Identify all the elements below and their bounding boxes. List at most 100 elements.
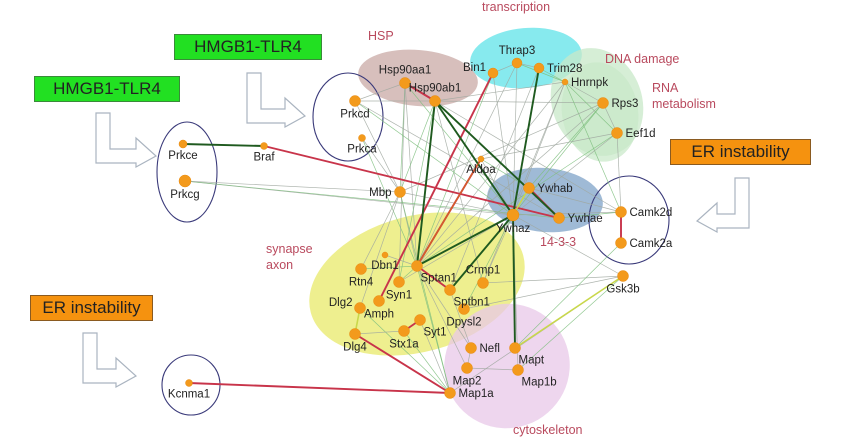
node-trim28[interactable]	[533, 62, 545, 74]
node-ywhaz[interactable]	[506, 208, 520, 222]
node-bin1[interactable]	[487, 67, 499, 79]
edge-thin	[361, 137, 401, 193]
node-sptan1[interactable]	[411, 260, 423, 272]
edge-thin	[416, 265, 451, 394]
edge-trim28-ywhaz	[512, 67, 540, 216]
edge-ywhaz-sptan1	[416, 214, 514, 267]
node-syt1[interactable]	[414, 314, 426, 326]
node-prkce[interactable]	[178, 139, 188, 149]
node-camk2d[interactable]	[615, 206, 627, 218]
edge-thin	[463, 275, 624, 310]
node-label-dpysl2: Dpysl2	[446, 317, 481, 329]
edge-thin	[416, 62, 518, 267]
node-kcnma1[interactable]	[185, 379, 193, 387]
edge-thin	[359, 307, 451, 394]
cluster-label-dna-damage: DNA damage	[605, 52, 679, 66]
edge-thin	[512, 214, 624, 277]
node-label-dlg4: Dlg4	[343, 342, 367, 354]
edge-thin	[354, 100, 560, 219]
node-map1b[interactable]	[512, 364, 524, 376]
node-label-rps3: Rps3	[612, 98, 639, 110]
edge-thin	[416, 81, 566, 267]
arrow-er-left-icon	[82, 332, 138, 389]
node-label-prkcg: Prkcg	[170, 189, 199, 201]
node-dpysl2[interactable]	[458, 303, 470, 315]
node-crmp1[interactable]	[477, 277, 489, 289]
node-sptbn1[interactable]	[444, 284, 456, 296]
edge-thin	[360, 191, 401, 270]
node-label-sptan1: Sptan1	[421, 273, 457, 285]
edge-thin	[482, 275, 624, 284]
node-label-syn1: Syn1	[386, 290, 412, 302]
edge-thin	[528, 102, 604, 189]
edge-thin	[512, 211, 622, 216]
node-label-camk2d: Camk2d	[630, 207, 673, 219]
node-label-trim28: Trim28	[547, 63, 582, 75]
node-ywhae[interactable]	[553, 212, 565, 224]
edge-thin	[399, 191, 451, 394]
node-mbp[interactable]	[394, 186, 406, 198]
node-label-map1a: Map1a	[459, 388, 495, 400]
node-hsp90ab1[interactable]	[429, 95, 441, 107]
node-label-aldoa: Aldoa	[466, 164, 496, 176]
node-label-hnrnpk: Hnrnpk	[571, 77, 608, 89]
node-rtn4[interactable]	[355, 263, 367, 275]
node-mapt[interactable]	[509, 342, 521, 354]
edge-hsp90ab1-sptan1	[416, 100, 436, 267]
node-gsk3b[interactable]	[617, 270, 629, 282]
node-label-rtn4: Rtn4	[349, 277, 374, 289]
node-prkcg[interactable]	[178, 174, 192, 188]
node-label-stx1a: Stx1a	[389, 339, 419, 351]
edge-thin	[466, 367, 519, 371]
node-label-map2: Map2	[453, 376, 482, 388]
edge-thin	[184, 180, 401, 193]
edge-thin	[398, 82, 406, 283]
edge-thin	[434, 100, 604, 104]
edge-thin	[399, 102, 604, 193]
node-dbn1[interactable]	[381, 251, 389, 259]
cluster-label-synapse-axon: synapse	[266, 242, 313, 256]
node-hsp90aa1[interactable]	[399, 77, 411, 89]
node-thrap3[interactable]	[511, 57, 523, 69]
node-label-hsp90aa1: Hsp90aa1	[379, 65, 431, 77]
node-rps3[interactable]	[597, 97, 609, 109]
node-camk2a[interactable]	[615, 237, 627, 249]
edge-thin	[482, 214, 514, 284]
node-label-ywhaz: Ywhaz	[496, 223, 531, 235]
node-label-dlg2: Dlg2	[329, 297, 353, 309]
edge-thin	[416, 132, 618, 267]
node-hnrnpk[interactable]	[561, 78, 569, 86]
node-stx1a[interactable]	[398, 325, 410, 337]
node-ywhab[interactable]	[523, 182, 535, 194]
edge-thin	[434, 100, 484, 284]
node-eef1d[interactable]	[611, 127, 623, 139]
cluster-cytoskeleton	[444, 303, 570, 429]
node-map1a[interactable]	[444, 387, 456, 399]
edge-thin	[403, 330, 451, 394]
node-aldoa[interactable]	[477, 155, 485, 163]
arrow-er-right-icon	[695, 177, 750, 234]
edge-thin	[517, 275, 624, 371]
arrow-hmgb1-left-icon	[95, 112, 158, 169]
edge-thin	[416, 72, 494, 267]
edge-thin	[354, 100, 514, 216]
edge-hsp90ab1-ywhaz	[434, 100, 514, 216]
node-label-amph: Amph	[364, 309, 394, 321]
edge-thin	[480, 132, 618, 160]
edge-thin	[449, 289, 472, 349]
node-prkca[interactable]	[358, 134, 366, 142]
node-label-mapt: Mapt	[519, 355, 545, 367]
node-dlg2[interactable]	[354, 302, 366, 314]
node-nefl[interactable]	[465, 342, 477, 354]
node-map2[interactable]	[461, 362, 473, 374]
node-dlg4[interactable]	[349, 328, 361, 340]
cluster-label-hsp: HSP	[368, 29, 394, 43]
node-amph[interactable]	[373, 295, 385, 307]
node-syn1[interactable]	[393, 276, 405, 288]
edge-sptan1-sptbn1	[416, 265, 451, 291]
node-braf[interactable]	[260, 142, 268, 150]
node-label-hsp90ab1: Hsp90ab1	[409, 83, 461, 95]
node-prkcd[interactable]	[349, 95, 361, 107]
edge-thin	[512, 132, 618, 216]
node-label-braf: Braf	[253, 152, 275, 164]
